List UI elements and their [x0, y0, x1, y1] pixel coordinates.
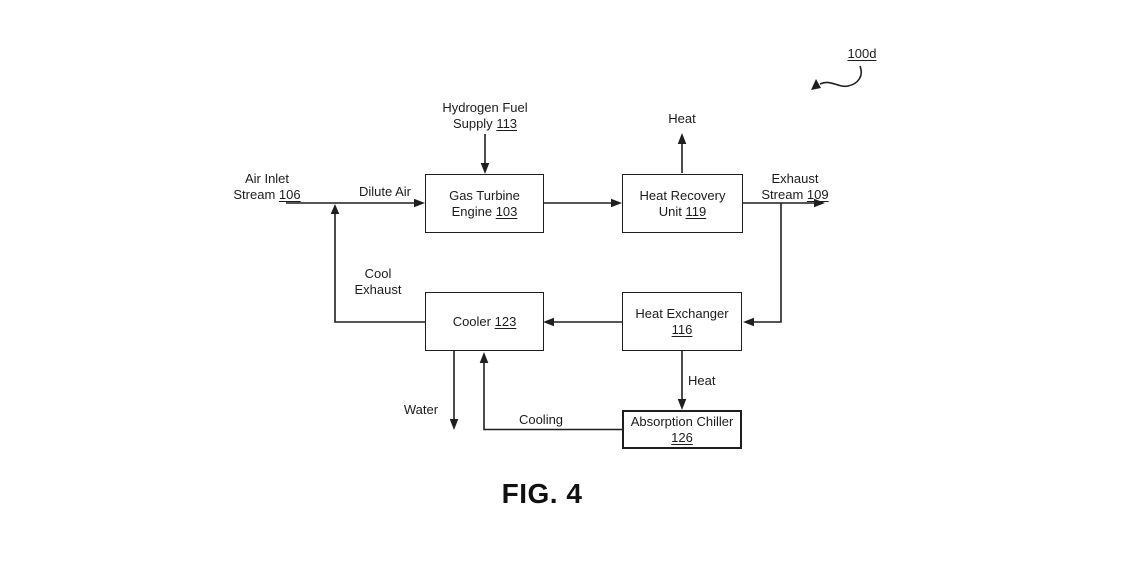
cooling-label: Cooling — [518, 412, 564, 427]
exhaust-stream-label: Exhaust Stream 109 — [761, 171, 829, 202]
hydrogen-fuel-supply-label: Hydrogen Fuel Supply 113 — [442, 100, 528, 131]
arrowhead-cool-exhaust — [330, 204, 340, 214]
cool-exhaust-label: Cool Exhaust — [354, 266, 402, 297]
water-label: Water — [403, 402, 439, 417]
heat-recovery-unit-block: Heat Recovery Unit 119 — [622, 174, 743, 233]
arrowhead-water — [449, 419, 459, 430]
lead-line-100d — [819, 65, 863, 88]
dilute-air-label: Dilute Air — [358, 184, 412, 199]
diagram-reference-100d: 100d — [847, 46, 877, 61]
arrowhead-cooling — [479, 352, 489, 363]
arrowhead-turbine-to-recovery — [611, 198, 622, 208]
heat-to-chiller-label: Heat — [688, 373, 716, 388]
gas-turbine-engine-block: Gas Turbine Engine 103 — [425, 174, 544, 233]
air-inlet-stream-label: Air Inlet Stream 106 — [233, 171, 301, 202]
flow-line-exhaust-branch — [754, 203, 782, 323]
cooler-block: Cooler 123 — [425, 292, 544, 351]
arrowhead-exchanger-to-cooler — [543, 317, 554, 327]
heat-recovery-unit-label: Heat Recovery Unit 119 — [639, 188, 726, 219]
arrowhead-dilute-air — [414, 198, 425, 208]
arrowhead-heat-to-chiller — [677, 399, 687, 410]
cooler-label: Cooler 123 — [452, 313, 517, 329]
arrowhead-heat-up — [677, 133, 687, 144]
gas-turbine-engine-label: Gas Turbine Engine 103 — [449, 188, 520, 219]
figure-caption: FIG. 4 — [501, 478, 583, 509]
heat-output-label: Heat — [668, 111, 696, 126]
arrowhead-100d-lead — [811, 79, 821, 90]
arrowhead-exhaust-branch — [743, 317, 754, 327]
arrowhead-hydrogen-fuel — [480, 163, 490, 174]
